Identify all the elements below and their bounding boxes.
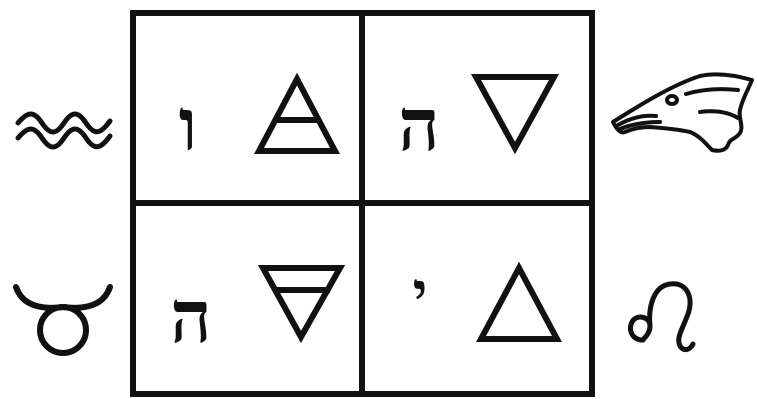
taurus-icon xyxy=(16,287,110,353)
aquarius-wavy-lines-icon xyxy=(18,114,110,147)
water-triangle-icon xyxy=(476,77,554,148)
hebrew-letter: ו xyxy=(179,82,197,167)
fire-triangle-icon xyxy=(481,268,557,339)
earth-triangle-icon xyxy=(263,268,340,337)
cell-top-left: ו xyxy=(179,79,335,167)
cell-top-right: ה xyxy=(398,77,554,167)
air-triangle-icon xyxy=(259,79,335,151)
hebrew-letter: ה xyxy=(170,274,211,359)
eagle-head-icon xyxy=(613,74,752,150)
hebrew-letter: י xyxy=(413,260,428,326)
leo-icon xyxy=(630,284,693,350)
cell-bottom-left: ה xyxy=(170,268,340,359)
cell-bottom-right: י xyxy=(413,260,557,339)
hebrew-letter: ה xyxy=(398,82,439,167)
